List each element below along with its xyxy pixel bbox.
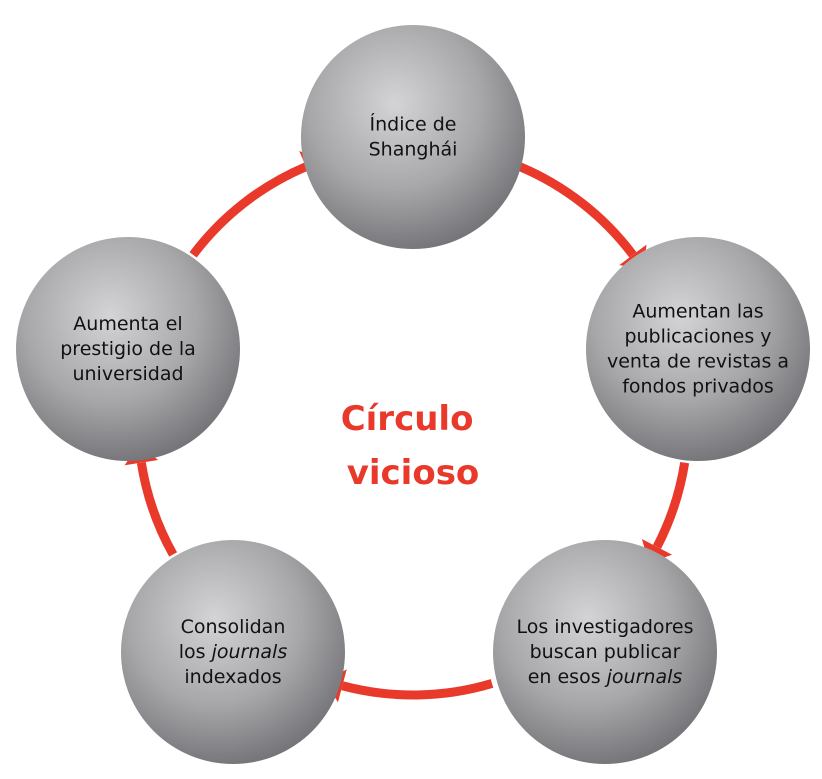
- node-investigadores: Los investigadores buscan publicar en esos…: [493, 540, 717, 764]
- center-title-line-2: vicioso: [347, 453, 480, 493]
- node-label-text: journals: [209, 641, 288, 663]
- node-circle: [493, 540, 717, 764]
- node-label-text: prestigio de la: [60, 338, 196, 360]
- node-circle: [121, 540, 345, 764]
- node-label: Consolidan los journals indexados: [179, 616, 288, 688]
- node-label-text: en esos: [528, 666, 607, 688]
- node-publicaciones: Aumentan las publicaciones y venta de revi…: [586, 237, 810, 461]
- cycle-arrow-1: [518, 162, 637, 258]
- node-label: Índice de Shanghái: [369, 113, 458, 161]
- node-shanghai: Índice de Shanghái: [301, 25, 525, 249]
- node-circle: [301, 25, 525, 249]
- node-label-text: journals: [604, 666, 683, 688]
- node-label-text: buscan publicar: [530, 641, 681, 663]
- cycle-arrow-2: [652, 461, 690, 549]
- center-title-line-1: Círculo: [341, 399, 474, 439]
- node-consolidan: Consolidan los journals indexados: [121, 540, 345, 764]
- node-label-text: venta de revistas a: [607, 351, 789, 373]
- node-label: Aumentan las publicaciones y venta de revi…: [607, 301, 789, 398]
- node-label-text: fondos privados: [622, 376, 774, 398]
- cycle-arrow-4: [136, 461, 178, 557]
- node-label: Aumenta el prestigio de la universidad: [60, 313, 196, 385]
- node-label: Los investigadores buscan publicar en esos…: [516, 616, 693, 688]
- node-label-text: los: [179, 641, 212, 663]
- cycle-arrow-3: [341, 679, 494, 700]
- node-label-text: indexados: [184, 666, 281, 688]
- cycle-arrow-5: [189, 162, 308, 258]
- node-label-text: Índice de: [370, 113, 457, 136]
- node-label-text: Aumenta el: [73, 313, 182, 335]
- node-circle: [16, 237, 240, 461]
- node-circle: [586, 237, 810, 461]
- node-label-text: Consolidan: [181, 616, 286, 638]
- node-label-text: Los investigadores: [516, 616, 693, 638]
- node-label-text: publicaciones y: [624, 326, 771, 348]
- center-title: Círculo vicioso: [341, 399, 486, 493]
- node-label-text: Shanghái: [369, 139, 458, 161]
- node-label-text: Aumentan las: [632, 301, 763, 323]
- node-prestigio: Aumenta el prestigio de la universidad: [16, 237, 240, 461]
- node-label-text: universidad: [72, 363, 183, 385]
